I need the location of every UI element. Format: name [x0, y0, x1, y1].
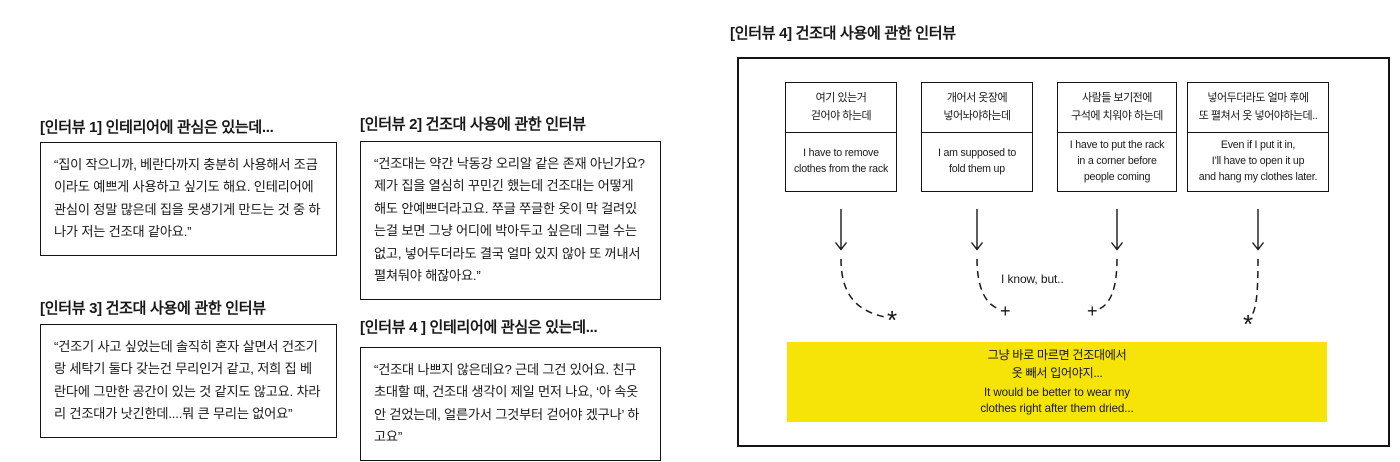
thought-2-korean: 개어서 옷장에 넣어놔야하는데 — [922, 83, 1032, 133]
interview-4-header: [인터뷰 4 ] 인테리어에 관심은 있는데... — [360, 319, 598, 336]
interview-1-quote: “집이 작으니까, 베란다까지 충분히 사용해서 조금이라도 예쁘게 사용하고 … — [40, 142, 337, 256]
thought-1-english: I have to remove clothes from the rack — [793, 147, 889, 175]
thought-box-4: 넣어두더라도 얼마 후에 또 펼쳐서 옷 넣어야하는데.. Even if I … — [1187, 82, 1329, 192]
asterisk-marker-left: * — [887, 305, 898, 335]
thought-3-english: I have to put the rack in a corner befor… — [1069, 139, 1165, 183]
interview-3-header: [인터뷰 3] 건조대 사용에 관한 인터뷰 — [40, 300, 266, 317]
conclusion-english: It would be better to wear my clothes ri… — [980, 385, 1134, 416]
interview-3-quote: “건조기 사고 싶었는데 솔직히 혼자 살면서 건조기랑 세탁기 둘다 갖는건 … — [40, 324, 337, 438]
plus-marker-left: + — [1000, 301, 1011, 321]
interview-2-quote: “건조대는 약간 낙동강 오리알 같은 존재 아닌가요? 제가 집을 열심히 꾸… — [360, 141, 661, 300]
thought-4-korean: 넣어두더라도 얼마 후에 또 펼쳐서 옷 넣어야하는데.. — [1188, 83, 1328, 133]
dashed-curve — [840, 258, 1259, 319]
i-know-but-label: I know, but.. — [1001, 272, 1064, 286]
plus-marker-right: + — [1087, 301, 1098, 321]
thought-box-2: 개어서 옷장에 넣어놔야하는데 I am supposed to fold th… — [921, 82, 1033, 192]
asterisk-marker-right: * — [1243, 309, 1254, 339]
affinity-diagram-frame: 여기 있는거 걷어야 하는데 I have to remove clothes … — [737, 57, 1390, 447]
thought-2-english: I am supposed to fold them up — [937, 147, 1017, 175]
conclusion-korean: 그냥 바로 마르면 건조대에서 옷 빼서 입어야지... — [987, 347, 1127, 381]
thought-3-korean: 사람들 보기전에 구석에 치워야 하는데 — [1058, 83, 1176, 133]
thought-1-korean: 여기 있는거 걷어야 하는데 — [786, 83, 896, 133]
interview-2-header: [인터뷰 2] 건조대 사용에 관한 인터뷰 — [360, 116, 586, 133]
arrows-and-curves-layer — [834, 209, 1265, 319]
thought-box-1: 여기 있는거 걷어야 하는데 I have to remove clothes … — [785, 82, 897, 192]
thought-4-english: Even if I put it in, I’ll have to open i… — [1198, 139, 1318, 183]
conclusion-box: 그냥 바로 마르면 건조대에서 옷 빼서 입어야지... It would be… — [787, 342, 1327, 422]
thought-box-3: 사람들 보기전에 구석에 치워야 하는데 I have to put the r… — [1057, 82, 1177, 192]
down-arrow-icon — [834, 209, 1265, 251]
interview-4-quote: “건조대 나쁘지 않은데요? 근데 그건 있어요. 친구 초대할 때, 건조대 … — [360, 347, 661, 461]
interview-1-header: [인터뷰 1] 인테리어에 관심은 있는데... — [40, 119, 274, 136]
diagram-title: [인터뷰 4] 건조대 사용에 관한 인터뷰 — [730, 25, 956, 42]
